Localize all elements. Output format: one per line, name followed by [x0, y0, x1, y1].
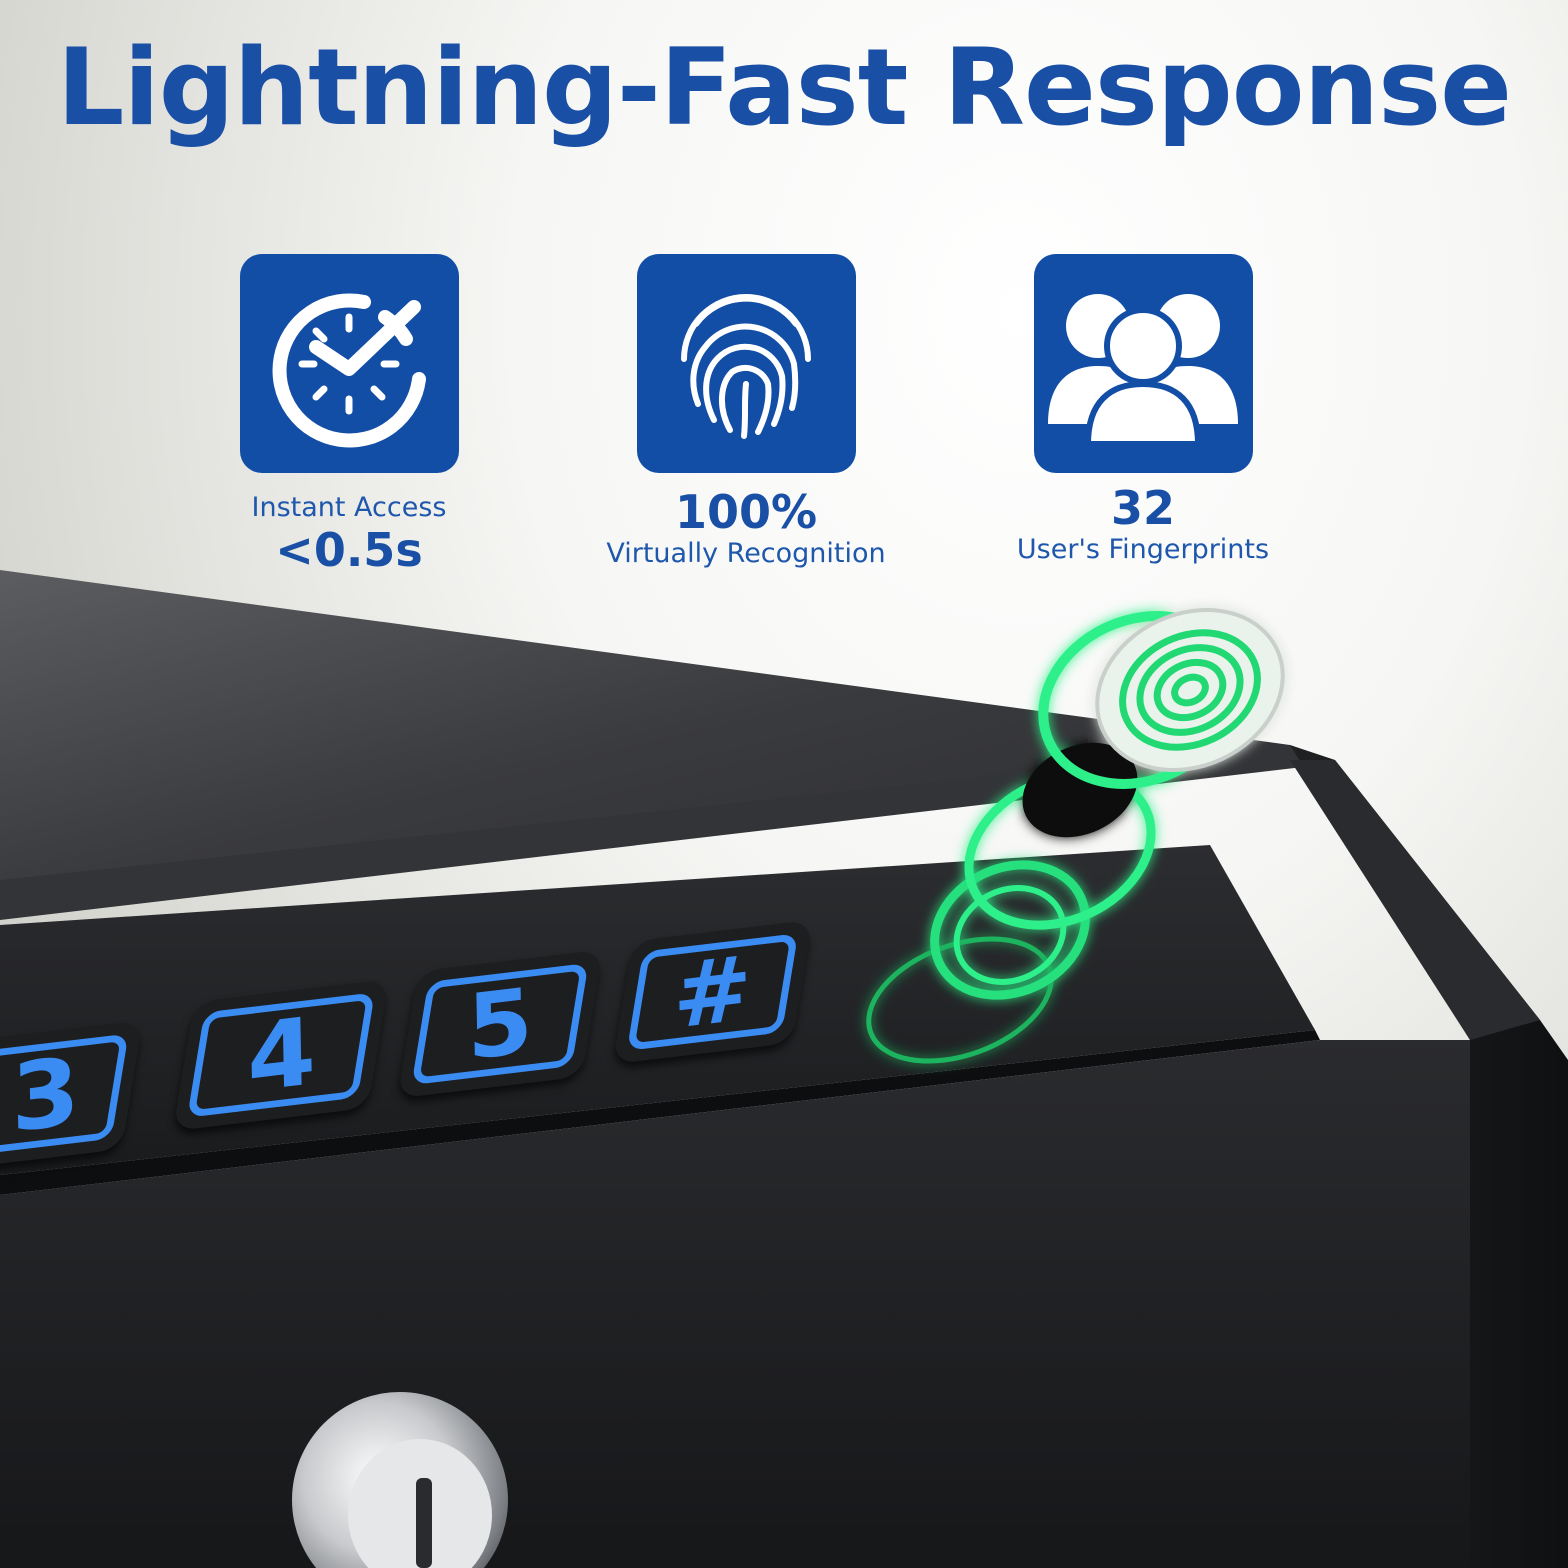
feature-instant-access-caption: Instant Access — [251, 492, 447, 523]
feature-instant-access: Instant Access <0.5s — [184, 254, 514, 575]
feature-recognition-value: 100% — [674, 485, 818, 539]
fingerprint-icon — [636, 254, 856, 473]
fingerprint-scanner[interactable] — [852, 581, 1309, 1085]
feature-users-caption: User's Fingerprints — [1016, 534, 1270, 565]
page-title: Lightning-Fast Response — [56, 26, 1512, 149]
feature-recognition-caption: Virtually Recognition — [606, 538, 886, 569]
feature-users-value: 32 — [1110, 481, 1175, 535]
feature-instant-access-value: <0.5s — [275, 523, 423, 577]
key-lock[interactable] — [292, 1392, 508, 1568]
feature-recognition: 100% Virtually Recognition — [581, 254, 911, 571]
users-icon — [1033, 254, 1253, 473]
clock-check-icon — [239, 254, 459, 473]
feature-users: 32 User's Fingerprints — [978, 254, 1308, 567]
